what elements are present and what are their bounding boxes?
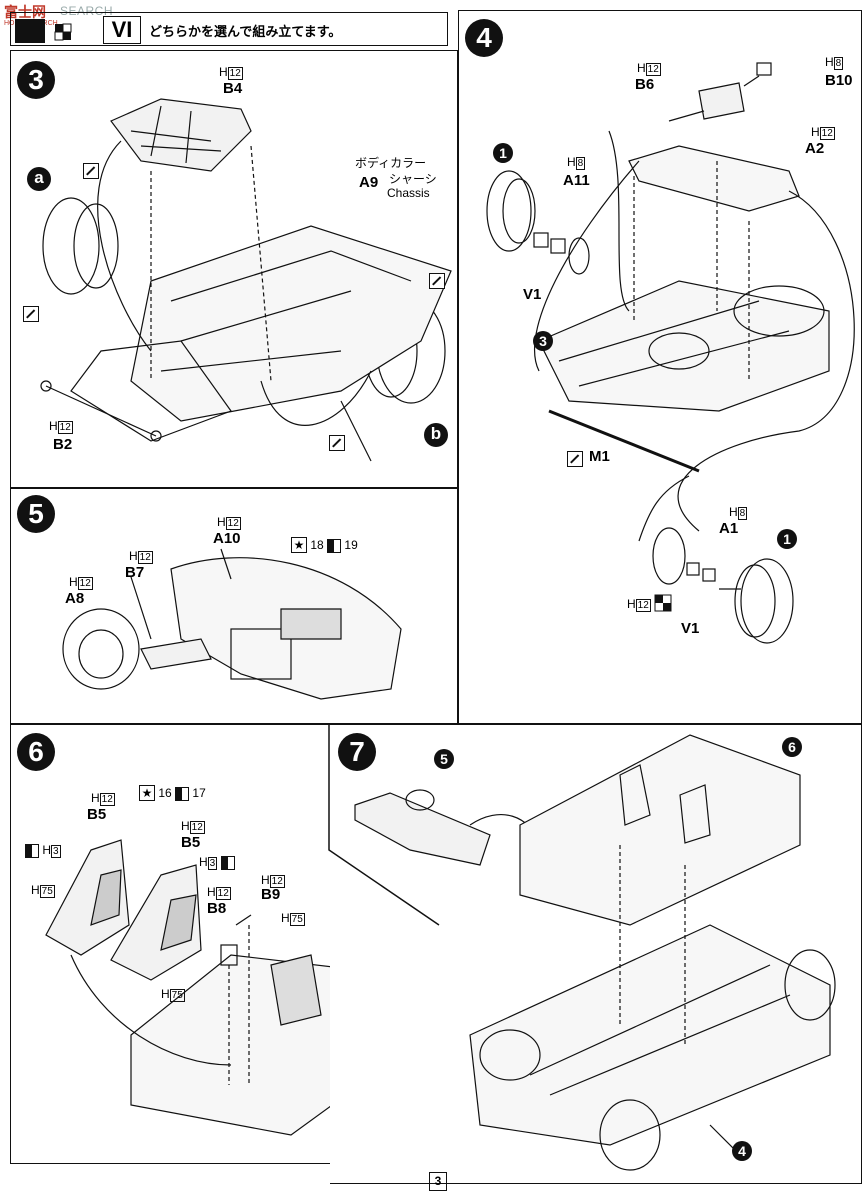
part-b10-label: B10 xyxy=(825,72,853,89)
step-5-diagram xyxy=(62,548,402,700)
step-5-number: 5 xyxy=(17,495,55,533)
ref-step-3-icon: 3 xyxy=(533,331,553,351)
part-b6-label: B6 xyxy=(635,76,655,93)
cement-icon xyxy=(429,273,445,289)
watermark-search: SEARCH xyxy=(60,4,114,18)
step-7-diagram xyxy=(354,734,836,1171)
part-b2-label: B2 xyxy=(53,436,73,453)
chassis-jp-label: シャーシ xyxy=(389,172,437,186)
part-a11-label: A11 xyxy=(563,172,590,189)
part-b9-label: B9 xyxy=(261,886,281,903)
ref-step-6-icon: 6 xyxy=(782,737,802,757)
part-b5-label: B5 xyxy=(87,806,107,823)
checker-flag-icon xyxy=(654,594,672,612)
part-a1-label: A1 xyxy=(719,520,739,537)
page-number: 3 xyxy=(429,1172,447,1191)
cement-icon xyxy=(23,306,39,322)
step-7-panel: 7 5 6 4 xyxy=(328,724,862,1184)
part-a9-label: A9 xyxy=(359,174,379,191)
part-a8-label: A8 xyxy=(65,590,85,607)
step-3-number: 3 xyxy=(17,61,55,99)
part-a10-label: A10 xyxy=(213,530,241,547)
step-3-diagram xyxy=(40,98,452,462)
cement-icon xyxy=(567,451,583,467)
part-v1-label: V1 xyxy=(681,620,700,637)
ref-letter-b: b xyxy=(424,423,448,447)
ref-step-1-icon: 1 xyxy=(493,143,513,163)
flag-icons xyxy=(15,19,72,43)
part-v1-label: V1 xyxy=(523,286,542,303)
checker-flag-icon xyxy=(220,855,235,870)
body-color-label: ボディカラー xyxy=(355,156,427,170)
checker-flag-icon xyxy=(54,23,72,41)
ref-step-1-icon: 1 xyxy=(777,529,797,549)
cement-icon xyxy=(83,163,99,179)
step-4-diagram xyxy=(486,62,855,644)
instruction-bar: VI どちらかを選んで組み立てます。 xyxy=(10,12,448,46)
version-label: VI xyxy=(103,16,141,44)
ref-letter-a: a xyxy=(27,167,51,191)
step-6-number: 6 xyxy=(17,733,55,771)
checker-flag-icon xyxy=(175,786,190,801)
ref-step-5-icon: 5 xyxy=(434,749,454,769)
part-b8-label: B8 xyxy=(207,900,227,917)
chassis-en-label: Chassis xyxy=(387,186,430,200)
checker-flag-icon xyxy=(25,843,39,858)
cement-icon xyxy=(329,435,345,451)
part-b5-label: B5 xyxy=(181,834,201,851)
step-4-panel: 4 xyxy=(458,10,862,724)
part-a2-label: A2 xyxy=(805,140,825,157)
star-icon: ★ xyxy=(139,785,155,801)
dash-color-code: ★ 18 19 xyxy=(291,537,358,553)
instruction-text: どちらかを選んで組み立てます。 xyxy=(149,24,342,39)
checker-flag-icon xyxy=(327,538,342,553)
star-icon: ★ xyxy=(291,537,307,553)
step-7-border xyxy=(328,725,440,926)
step-4-number: 4 xyxy=(465,19,503,57)
part-b4-label: B4 xyxy=(223,80,243,97)
step-7-number: 7 xyxy=(338,733,376,771)
part-b7-label: B7 xyxy=(125,564,145,581)
ref-step-4-icon: 4 xyxy=(732,1141,752,1161)
part-m1-label: M1 xyxy=(589,448,610,465)
seat-color-code: ★ 16 17 xyxy=(139,785,206,801)
